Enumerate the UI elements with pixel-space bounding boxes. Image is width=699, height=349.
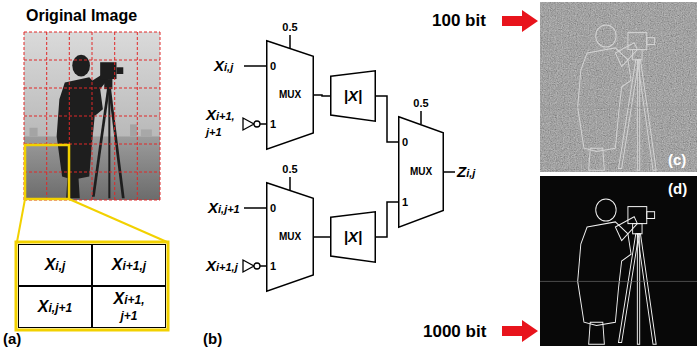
building [141, 129, 152, 136]
mux-block: 0MUX1 [398, 116, 444, 228]
signal-wire [376, 96, 398, 142]
panel-letter: (a) [3, 330, 21, 348]
mux-block: 0MUX1 [266, 40, 314, 150]
abs-label: |X| [344, 228, 362, 246]
cell-label: Xi,j+1 [38, 299, 72, 316]
edge-outline [540, 25, 697, 170]
port-number: 1 [270, 258, 276, 274]
grid-cell: Xi+1, j+1 [92, 286, 166, 328]
zoom-line [69, 199, 167, 242]
select-value: 0.5 [282, 21, 297, 34]
zoom-frame [16, 242, 168, 330]
panel-letter: (c) [668, 151, 686, 169]
pixel-output: Zi,j [457, 163, 475, 182]
cameraman-photo [24, 32, 160, 200]
node-outline [331, 212, 376, 263]
pixel-input: Xi+1, j+1 [206, 107, 242, 140]
zoom-box [25, 145, 69, 199]
inverter-symbol [243, 118, 260, 272]
noisy-edge-image [540, 2, 697, 172]
abs-label: |X| [344, 87, 362, 105]
panel-letter: (d) [668, 180, 687, 198]
node-outline [267, 183, 314, 292]
pixel-input: Xi,j+1 [208, 199, 240, 218]
port-number: 0 [270, 200, 276, 216]
bit-length: 1000 bit [423, 322, 486, 342]
node-outline [399, 117, 444, 228]
mux-label: MUX [279, 87, 301, 103]
signal-wire [314, 95, 330, 96]
cameraman-figure [57, 55, 125, 199]
mux-label: MUX [279, 229, 301, 245]
node-outline [331, 71, 376, 122]
cell-label: Xi+1, j+1 [106, 291, 152, 324]
mux-block: 0MUX1 [266, 182, 314, 292]
red-arrow [502, 320, 538, 342]
grid-cell: Xi+1,j [92, 244, 166, 286]
panel-title: Original Image [26, 6, 137, 25]
signal-wire [314, 236, 330, 238]
port-number: 1 [402, 194, 408, 210]
zoom-line [17, 199, 25, 242]
building [130, 124, 137, 136]
bit-length: 100 bit [432, 11, 486, 31]
cell-label: Xi,j [45, 257, 66, 274]
abs-block: |X| [330, 211, 376, 263]
signal-wire [376, 202, 398, 237]
select-value: 0.5 [413, 97, 428, 110]
pixel-input: Xi+1,j [206, 257, 238, 276]
node-outline [267, 41, 314, 150]
select-value: 0.5 [282, 163, 297, 176]
pixel-input: Xi,j [214, 57, 233, 76]
building [29, 128, 37, 136]
mux-label: MUX [410, 164, 432, 180]
edge-outline [540, 199, 697, 344]
port-number: 1 [270, 116, 276, 132]
block-grid [24, 32, 160, 200]
port-number: 0 [402, 134, 408, 150]
port-number: 0 [270, 58, 276, 74]
red-arrow [502, 10, 538, 32]
grid-cell: Xi,j+1 [18, 286, 92, 328]
grid-cell: Xi,j [18, 244, 92, 286]
clean-edge-image [540, 176, 697, 346]
panel-letter: (b) [203, 330, 222, 348]
abs-block: |X| [330, 70, 376, 122]
cell-label: Xi+1,j [112, 257, 146, 274]
